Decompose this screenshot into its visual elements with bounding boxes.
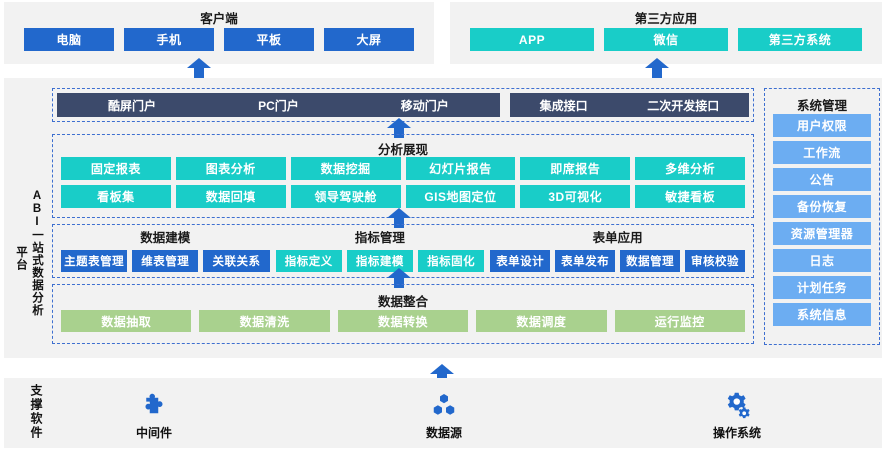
platform-label-sub: 平台 (15, 246, 27, 271)
sysmgmt-item-system-info[interactable]: 系统信息 (773, 303, 871, 326)
analysis-item-slide-report[interactable]: 幻灯片报告 (405, 157, 516, 180)
integration-item-scheduling[interactable]: 数据调度 (476, 310, 607, 332)
modeling-group-metric-management: 指标管理 指标定义 指标建模 指标固化 (275, 227, 485, 272)
integration-section: 数据整合 数据抽取 数据清洗 数据转换 数据调度 运行监控 (52, 284, 754, 344)
system-management-title: 系统管理 (796, 99, 847, 113)
form-item-publish[interactable]: 表单发布 (555, 250, 616, 272)
support-item-middleware-label: 中间件 (135, 426, 172, 440)
third-party-item-external-system[interactable]: 第三方系统 (738, 28, 862, 51)
system-management-section: 系统管理 用户权限 工作流 公告 备份恢复 资源管理器 日志 计划任务 系统信息 (764, 88, 880, 345)
arrow-up-to-client (187, 58, 211, 78)
modeling-section: 数据建模 主题表管理 维表管理 关联关系 指标管理 指标定义 指标建模 指标固化 (52, 224, 754, 278)
analysis-item-3d-visualization[interactable]: 3D可视化 (520, 185, 631, 208)
sysmgmt-item-resource-manager[interactable]: 资源管理器 (773, 222, 871, 245)
modeling-item-subject-table[interactable]: 主题表管理 (61, 250, 128, 272)
platform-vertical-label: ABI一站式数据分析 平台 (10, 190, 50, 370)
form-item-design[interactable]: 表单设计 (490, 250, 551, 272)
analysis-item-data-mining[interactable]: 数据挖掘 (290, 157, 401, 180)
platform-panel: ABI一站式数据分析 平台 酷屏门户 PC门户 移动门户 集成接口 二次开发接口… (4, 78, 882, 358)
arrow-analysis-to-portal (387, 118, 411, 138)
analysis-section: 分析展现 固定报表 图表分析 数据挖掘 幻灯片报告 即席报告 多维分析 看板集 … (52, 134, 754, 218)
modeling-group-title-form-application: 表单应用 (592, 231, 643, 245)
analysis-item-gis-map[interactable]: GIS地图定位 (405, 185, 516, 208)
support-software-panel: 支撑软件 中间件 数据源 (4, 378, 882, 448)
portal-group-right: 集成接口 二次开发接口 (509, 93, 749, 117)
sysmgmt-item-user-permissions[interactable]: 用户权限 (773, 114, 871, 137)
arrow-up-to-third-party (645, 58, 669, 78)
integration-section-title: 数据整合 (377, 295, 428, 309)
analysis-items: 固定报表 图表分析 数据挖掘 幻灯片报告 即席报告 多维分析 看板集 数据回填 … (61, 157, 745, 208)
analysis-section-title: 分析展现 (377, 143, 428, 157)
integration-items: 数据抽取 数据清洗 数据转换 数据调度 运行监控 (61, 310, 745, 332)
analysis-item-chart-analysis[interactable]: 图表分析 (175, 157, 286, 180)
sysmgmt-item-announcement[interactable]: 公告 (773, 168, 871, 191)
integration-item-monitoring[interactable]: 运行监控 (614, 310, 745, 332)
modeling-group-data-modeling: 数据建模 主题表管理 维表管理 关联关系 (61, 227, 270, 272)
metric-item-modeling[interactable]: 指标建模 (346, 250, 414, 272)
metric-item-solidification[interactable]: 指标固化 (418, 250, 485, 272)
portal-item-secondary-dev-api[interactable]: 二次开发接口 (647, 98, 720, 113)
modeling-group-title-metric-management: 指标管理 (354, 231, 405, 245)
portal-item-cool-screen[interactable]: 酷屏门户 (108, 98, 157, 113)
metric-item-definition[interactable]: 指标定义 (275, 250, 342, 272)
portal-item-integration-api[interactable]: 集成接口 (539, 98, 588, 113)
modeling-group-title-data-modeling: 数据建模 (140, 231, 191, 245)
modeling-group-form-application: 表单应用 表单设计 表单发布 数据管理 审核校验 (490, 227, 746, 272)
client-panel: 客户端 电脑 手机 平板 大屏 (4, 2, 434, 64)
analysis-item-multidim-analysis[interactable]: 多维分析 (635, 157, 745, 180)
sysmgmt-item-backup-restore[interactable]: 备份恢复 (773, 195, 871, 218)
analysis-item-fixed-report[interactable]: 固定报表 (61, 157, 171, 180)
puzzle-piece-icon (99, 386, 209, 426)
portal-group-left: 酷屏门户 PC门户 移动门户 (57, 93, 500, 117)
client-panel-title: 客户端 (200, 12, 238, 26)
analysis-item-dashboard-set[interactable]: 看板集 (61, 185, 171, 208)
analysis-item-executive-cockpit[interactable]: 领导驾驶舱 (290, 185, 401, 208)
integration-item-transform[interactable]: 数据转换 (337, 310, 469, 332)
integration-item-extract[interactable]: 数据抽取 (61, 310, 192, 332)
third-party-items: APP 微信 第三方系统 (450, 28, 882, 51)
integration-item-cleanse[interactable]: 数据清洗 (199, 310, 330, 332)
third-party-item-wechat[interactable]: 微信 (604, 28, 728, 51)
system-management-items: 用户权限 工作流 公告 备份恢复 资源管理器 日志 计划任务 系统信息 (773, 114, 871, 326)
support-item-os-label: 操作系统 (712, 426, 761, 440)
top-consumers-row: 客户端 电脑 手机 平板 大屏 第三方应用 APP 微信 第三方系统 (0, 0, 886, 66)
third-party-item-app[interactable]: APP (470, 28, 594, 51)
support-software-label: 支撑软件 (29, 384, 43, 440)
platform-label-main: ABI一站式数据分析 (31, 190, 43, 317)
third-party-panel: 第三方应用 APP 微信 第三方系统 (450, 2, 882, 64)
form-item-audit-verify[interactable]: 审核校验 (685, 250, 746, 272)
arrow-modeling-to-analysis (387, 208, 411, 228)
analysis-item-adhoc-report[interactable]: 即席报告 (520, 157, 631, 180)
modeling-item-relations[interactable]: 关联关系 (203, 250, 270, 272)
third-party-panel-title: 第三方应用 (634, 12, 698, 26)
sysmgmt-item-workflow[interactable]: 工作流 (773, 141, 871, 164)
sysmgmt-item-log[interactable]: 日志 (773, 249, 871, 272)
portal-item-pc[interactable]: PC门户 (258, 98, 299, 113)
analysis-item-data-backfill[interactable]: 数据回填 (175, 185, 286, 208)
portal-section: 酷屏门户 PC门户 移动门户 集成接口 二次开发接口 (52, 88, 754, 122)
client-item-tablet[interactable]: 平板 (224, 28, 314, 51)
portal-item-mobile[interactable]: 移动门户 (400, 98, 449, 113)
form-item-data-management[interactable]: 数据管理 (620, 250, 681, 272)
modeling-item-dimension-table[interactable]: 维表管理 (132, 250, 199, 272)
client-item-pc[interactable]: 电脑 (24, 28, 114, 51)
sysmgmt-item-scheduled-task[interactable]: 计划任务 (773, 276, 871, 299)
support-item-datasource-label: 数据源 (425, 426, 462, 440)
client-item-mobile[interactable]: 手机 (124, 28, 214, 51)
support-item-datasource[interactable]: 数据源 (389, 386, 499, 441)
database-nodes-icon (389, 386, 499, 426)
support-item-os[interactable]: 操作系统 (682, 386, 792, 441)
analysis-item-agile-dashboard[interactable]: 敏捷看板 (635, 185, 745, 208)
client-items: 电脑 手机 平板 大屏 (4, 28, 434, 51)
client-item-largescreen[interactable]: 大屏 (324, 28, 414, 51)
arrow-integration-to-modeling (387, 268, 411, 288)
gears-icon (682, 386, 792, 426)
support-item-middleware[interactable]: 中间件 (99, 386, 209, 441)
